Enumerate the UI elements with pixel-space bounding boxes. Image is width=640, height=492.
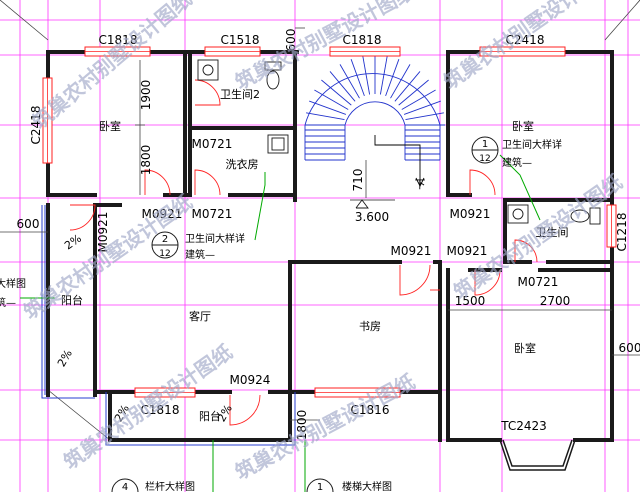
stair-tread	[314, 89, 349, 110]
stair-tread	[329, 71, 356, 102]
dim-1800-bottom: 1800	[295, 410, 309, 441]
toilet-tank-icon-2	[589, 207, 601, 225]
slope-2: 2%	[55, 347, 75, 369]
door-swings	[69, 79, 538, 426]
detail-1-num: 1	[482, 139, 488, 150]
dim-1900: 1900	[139, 80, 153, 111]
stair-tread	[401, 89, 436, 110]
stair-tread	[385, 59, 400, 97]
toilet-tank-icon	[264, 61, 282, 71]
stair-tread	[379, 56, 388, 95]
room-bath-2: 卫生间2	[220, 87, 260, 101]
stair-arrow	[374, 135, 425, 188]
fixtures	[197, 59, 601, 225]
window-label-top1: C1818	[99, 33, 138, 47]
room-balcony-1: 阳台	[61, 293, 83, 307]
stair-tread	[309, 100, 347, 115]
level-3600: 3.600	[355, 210, 389, 224]
stair-tread	[362, 56, 371, 95]
basin-bowl-icon-2	[512, 208, 524, 220]
stair-tread	[350, 59, 365, 97]
toilet-bowl-icon-2	[570, 209, 590, 223]
stair-tread	[394, 71, 421, 102]
door-label-1: M0721	[192, 137, 233, 151]
detail-marker-4: 1 楼梯大样图	[306, 478, 392, 492]
slope-1: 2%	[62, 232, 84, 253]
stair-tread	[339, 64, 360, 99]
room-balcony-2: 阳台	[199, 409, 221, 423]
detail-marker-2: 2 12 卫生间大样详 建筑—	[151, 231, 245, 261]
detail-1-text2: 建筑—	[502, 156, 532, 169]
door-label-9: M0924	[230, 373, 271, 387]
window-label-top3: C1818	[343, 33, 382, 47]
toilet-bowl-icon	[266, 70, 280, 90]
window-label-top4: C2418	[506, 33, 545, 47]
stair-tread	[398, 79, 429, 106]
detail-left-cut: 大样图 筑—	[0, 277, 26, 309]
staircase	[304, 55, 445, 161]
door-label-7: M0921	[450, 207, 491, 221]
detail-left-text2: 筑—	[0, 296, 16, 309]
detail-2-sheet: 12	[159, 249, 170, 259]
basin-bowl-icon	[202, 64, 214, 76]
door-label-8: M0721	[518, 275, 559, 289]
dimension-lines	[0, 27, 640, 421]
detail-1-text1: 卫生间大样详	[502, 138, 562, 151]
labels: C1818 C1518 C1818 C2418 C2418 C1218 C181…	[17, 29, 640, 441]
door-label-2: M0721	[192, 207, 233, 221]
balcony-rail	[41, 205, 296, 446]
stair-tread	[321, 79, 352, 106]
window-label-bay: TC2423	[500, 419, 547, 433]
detail-2-num: 2	[162, 234, 168, 245]
detail-3-num: 4	[122, 482, 128, 492]
window-label-left: C2418	[29, 106, 43, 145]
detail-3-text: 栏杆大样图	[145, 480, 195, 492]
washing-machine-icon	[267, 134, 289, 154]
room-bedroom-2: 卧室	[512, 119, 534, 133]
dim-710: 710	[351, 169, 365, 192]
door-label-3: M0921	[142, 207, 183, 221]
leader-lines	[20, 154, 541, 492]
detail-2-text1: 卫生间大样详	[185, 232, 245, 245]
dim-600-top: 600	[284, 29, 298, 52]
dim-2700: 2700	[540, 294, 571, 308]
window-label-bot2: C1816	[351, 403, 390, 417]
door-label-4: M0921	[96, 212, 110, 253]
stair-tread	[405, 112, 444, 121]
door-label-6: M0921	[447, 244, 488, 258]
watermark-7: 筑巢农村别墅设计图纸	[59, 340, 237, 474]
detail-left-text1: 大样图	[0, 277, 26, 290]
room-living: 客厅	[189, 309, 211, 323]
window-label-right: C1218	[615, 213, 629, 252]
detail-marker-1: 1 12 卫生间大样详 建筑—	[471, 136, 562, 169]
room-bedroom-3: 卧室	[514, 341, 536, 355]
window-label-top2: C1518	[221, 33, 260, 47]
detail-4-num: 1	[317, 482, 323, 492]
detail-4-text: 楼梯大样图	[342, 480, 392, 492]
stair-tread	[306, 112, 345, 121]
room-study: 书房	[359, 320, 381, 333]
door-label-5: M0921	[391, 244, 432, 258]
bay-window	[499, 439, 576, 471]
walls	[46, 50, 614, 442]
detail-2-text2: 建筑—	[185, 248, 215, 261]
stair-tread	[403, 100, 441, 115]
dim-1800: 1800	[139, 145, 153, 176]
detail-1-sheet: 12	[479, 154, 490, 164]
stair-down-label: 下	[415, 178, 426, 191]
dim-1500: 1500	[455, 294, 486, 308]
dim-600-right: 600	[619, 341, 640, 355]
window-midlines	[47, 51, 612, 393]
room-bedroom-1: 卧室	[99, 119, 121, 133]
room-laundry: 洗衣房	[226, 157, 259, 171]
detail-marker-3: 4 栏杆大样图	[111, 478, 195, 492]
room-bath-3: 卫生间	[536, 225, 569, 239]
stair-tread	[390, 64, 411, 99]
level-mark	[350, 199, 395, 209]
window-label-bot1: C1818	[141, 403, 180, 417]
dim-600-left: 600	[17, 217, 40, 231]
